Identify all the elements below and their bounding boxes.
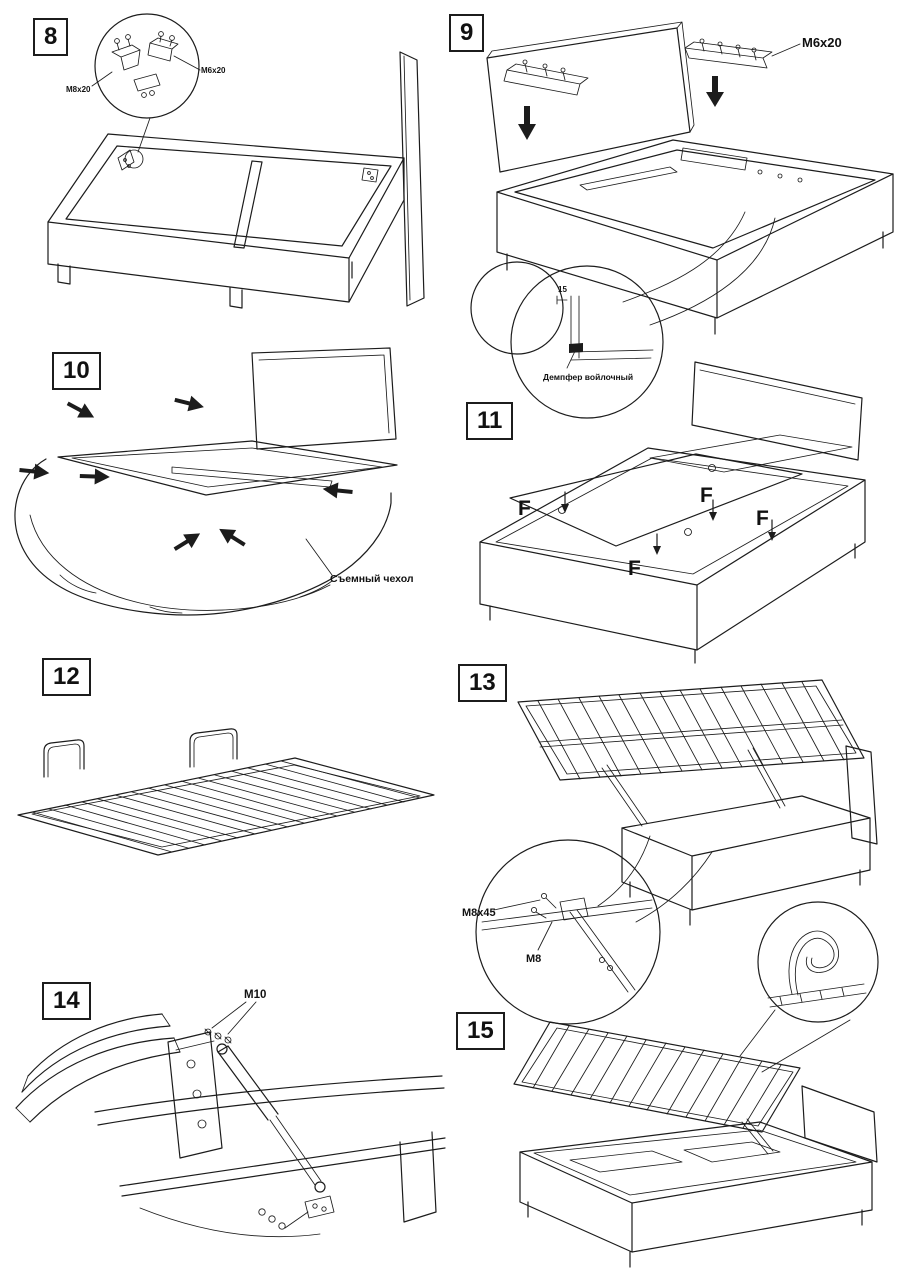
step-11-drawing: F F F F [479, 361, 866, 664]
force-mark: F [628, 557, 641, 580]
hardware-label-m6x20: M6x20 [802, 35, 842, 50]
bed-frame [479, 447, 866, 664]
hardware-label-m6x20: M6x20 [201, 66, 226, 75]
magnifier-callout [757, 901, 879, 1023]
bed-frame [496, 139, 894, 335]
headboard [486, 21, 695, 173]
step-12-number: 12 [42, 658, 91, 696]
damper-label: Демпфер войлочный [543, 372, 633, 382]
bolt-cluster [258, 1195, 335, 1230]
step-8-drawing: M8x20 M6x20 [47, 13, 425, 309]
force-mark: F [700, 484, 713, 507]
step-13-number: 13 [458, 664, 507, 702]
arrow-down-icon [768, 519, 776, 541]
corner-section-detail [556, 295, 654, 361]
arrow-icon [79, 468, 111, 486]
arrow-icon [214, 522, 249, 552]
gas-struts [601, 747, 786, 827]
strut-mount-detail [481, 892, 653, 993]
arrow-icon [170, 526, 205, 557]
arrow-icon [63, 396, 98, 425]
arrow-down-icon [653, 533, 661, 555]
step-14-number: 14 [42, 982, 91, 1020]
fabric-cover [14, 458, 392, 616]
slatted-lid [513, 1021, 801, 1133]
step-10-drawing: Съемный чехол [14, 347, 414, 616]
step-8-number: 8 [33, 18, 69, 56]
arrow-down-icon [709, 499, 717, 521]
step-13-drawing: M8x45 M8 [462, 679, 878, 1025]
bolts [204, 1028, 232, 1044]
felt-damper [569, 343, 583, 353]
mounting-cleat-right [684, 38, 773, 69]
cover-label: Съемный чехол [330, 573, 414, 585]
arrow-icon [321, 480, 354, 500]
slat-edges [15, 1013, 181, 1123]
arrow-down-icon [518, 106, 536, 140]
magnifier-callout: M8x45 M8 [462, 839, 661, 1025]
step-12-drawing [17, 728, 435, 856]
arrow-icon [18, 462, 51, 482]
bottom-panels [509, 434, 853, 547]
magnifier-callout: 15 Демпфер войлочный [470, 261, 664, 419]
arrow-down-icon [706, 76, 724, 107]
step-11-number: 11 [466, 402, 514, 440]
hardware-label-m8x20: M8x20 [66, 85, 91, 94]
step-15-drawing [513, 901, 879, 1268]
frame-rails [94, 1075, 446, 1238]
hinge-bracket [167, 1031, 223, 1159]
arrow-down-icon [561, 491, 569, 513]
slatted-lid [517, 679, 865, 781]
step-15-number: 15 [456, 1012, 505, 1050]
magnifier-callout [94, 13, 200, 169]
step-14-drawing: M10 [15, 989, 446, 1238]
strap-detail [767, 930, 867, 1008]
hardware-label-m8: M8 [526, 953, 541, 965]
bed-box [519, 1085, 878, 1268]
headboard [251, 347, 397, 450]
gas-strut [216, 1043, 326, 1193]
hardware-label-m8x45: M8x45 [462, 907, 496, 919]
mounting-cleat-left [503, 59, 589, 96]
bed-frame [57, 440, 398, 496]
headboard [691, 361, 863, 461]
bed-frame [47, 51, 425, 309]
dimension-label: 15 [558, 285, 567, 294]
insert-arrows [561, 491, 776, 555]
step-9-drawing: M6x20 15 Демпфер войлочный [470, 21, 894, 419]
slatted-base [17, 757, 435, 856]
force-mark: F [518, 497, 531, 520]
step-9-number: 9 [449, 14, 485, 52]
arrow-icon [172, 392, 206, 415]
lift-handles [43, 728, 238, 778]
force-mark: F [756, 507, 769, 530]
gas-strut [741, 1118, 774, 1155]
hardware-label-m10: M10 [244, 989, 266, 1001]
bed-frame [621, 745, 878, 926]
step-10-number: 10 [52, 352, 101, 390]
corner-bracket-detail [111, 31, 179, 98]
